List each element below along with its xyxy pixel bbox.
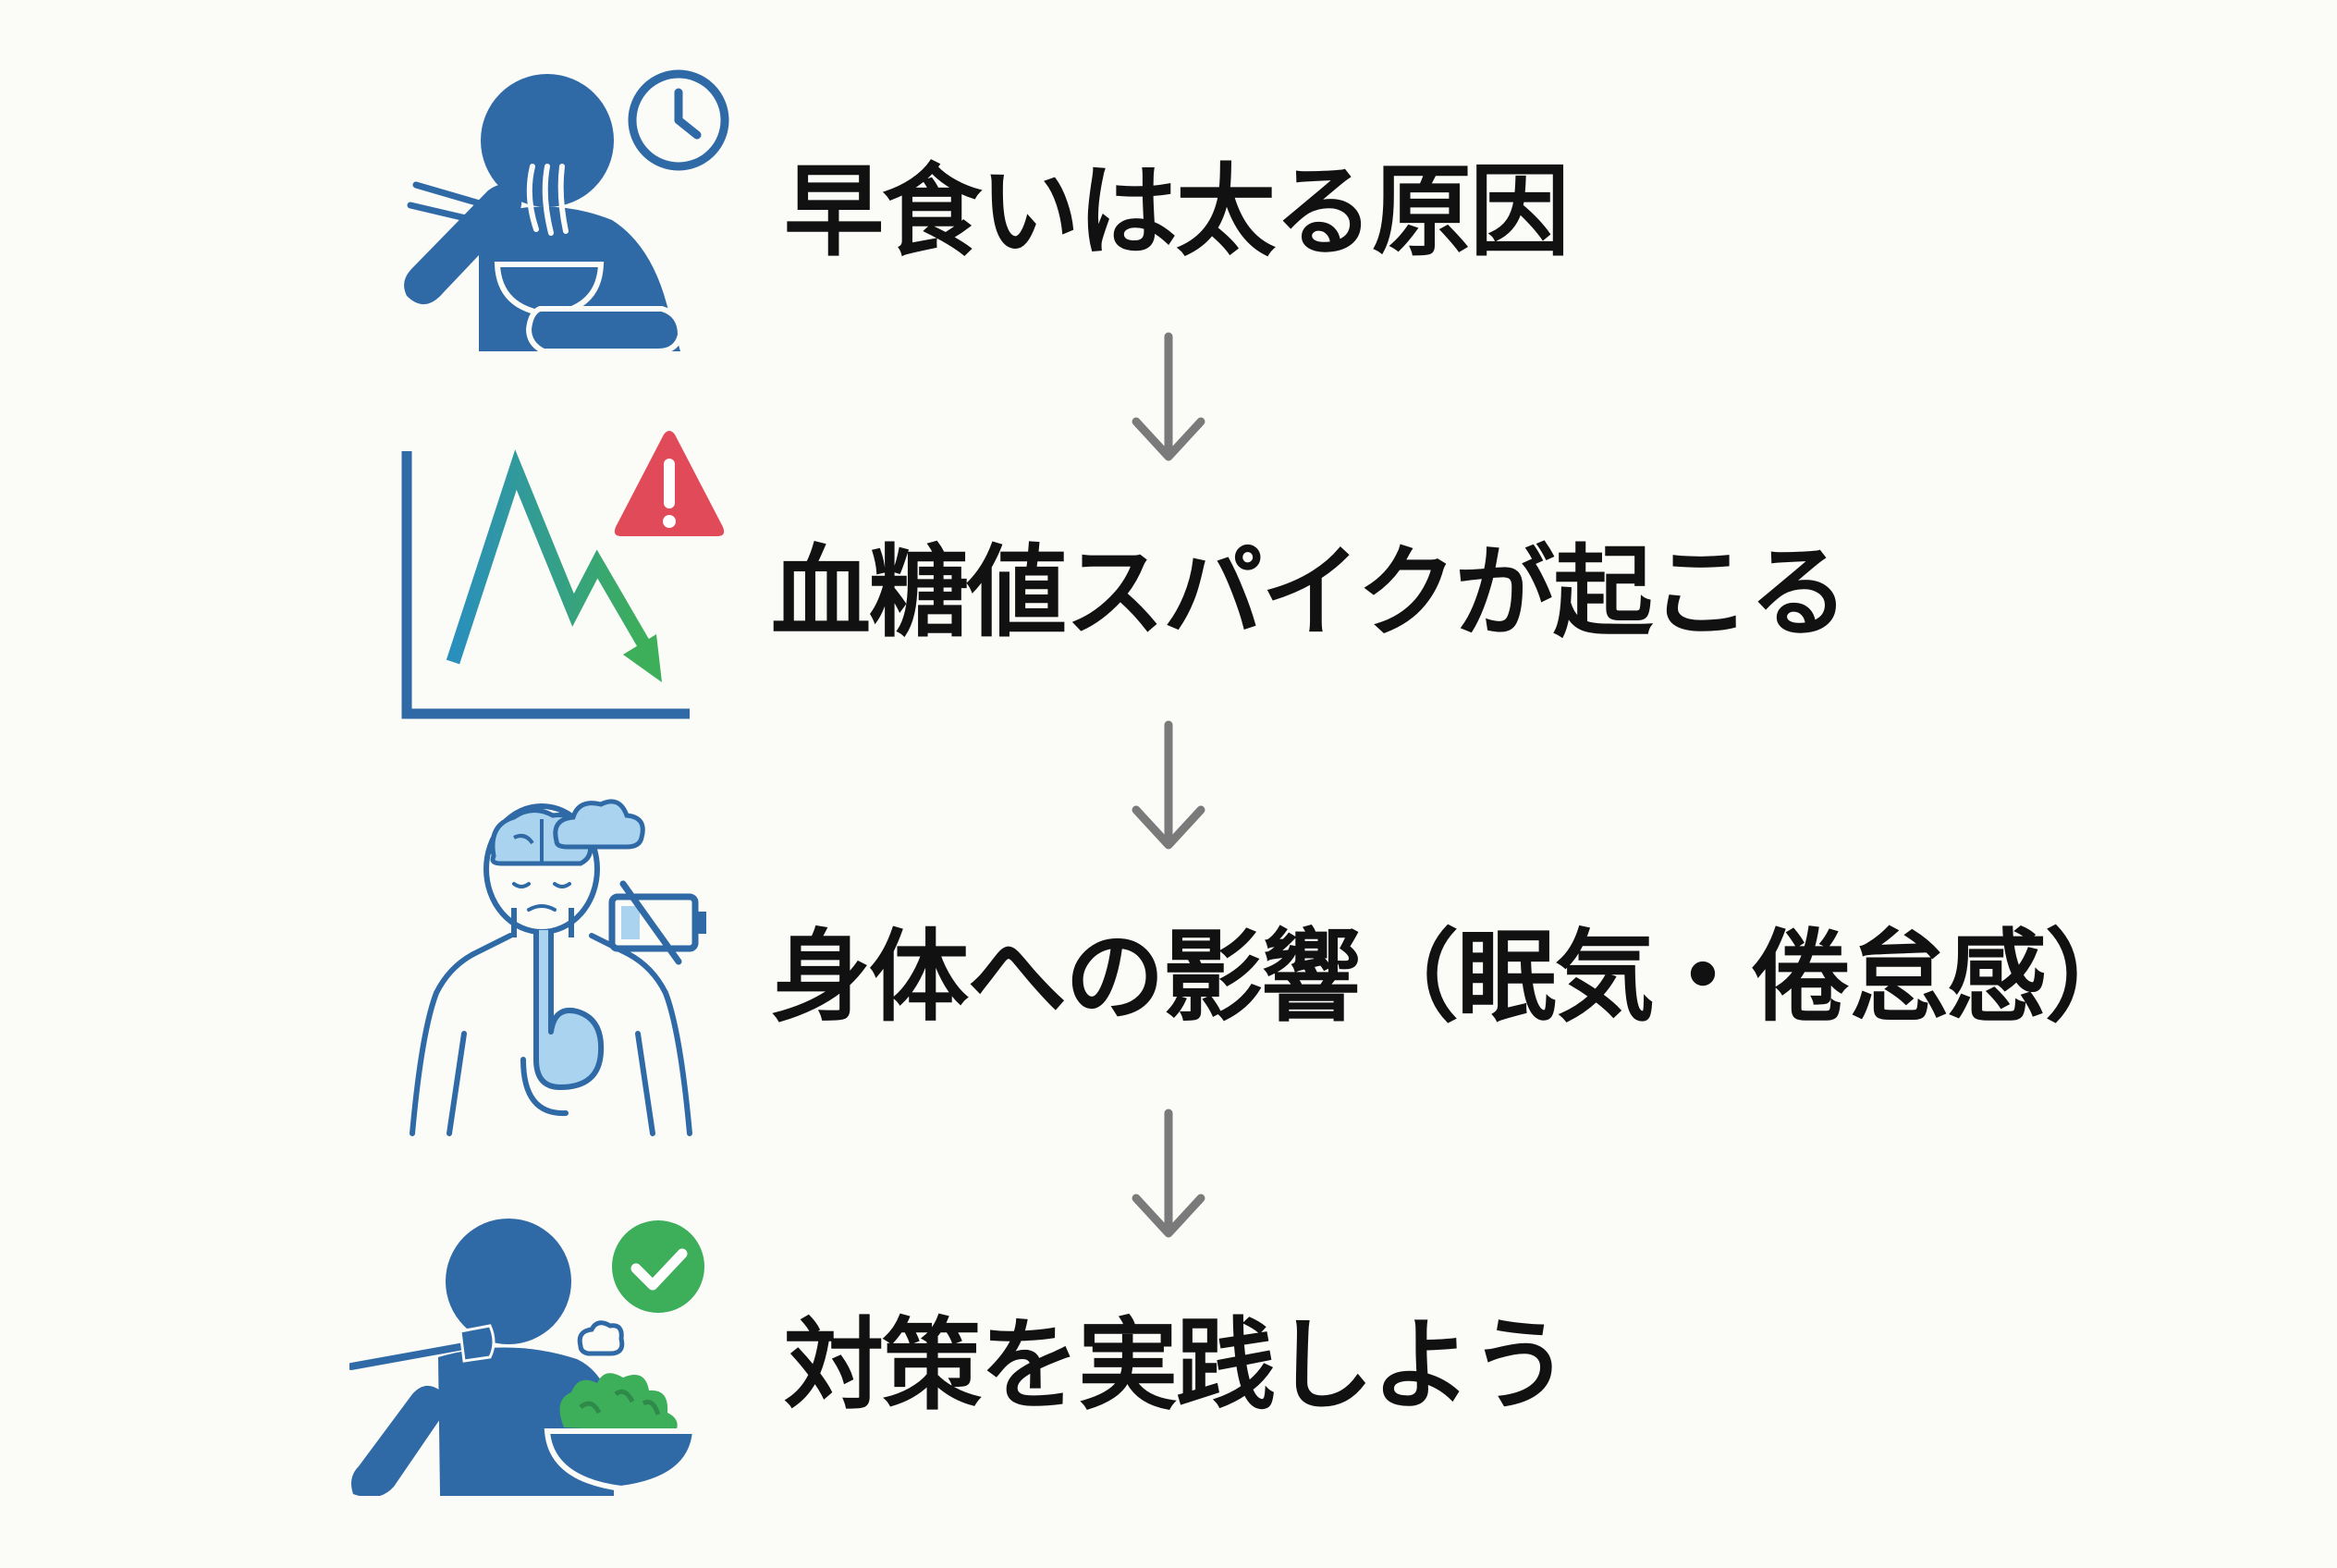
- step-1-label: 早食いは太る原因: [784, 154, 1570, 270]
- blood-sugar-spike-chart-icon: [396, 425, 738, 721]
- step-2-label: 血糖値スパイクが起こる: [771, 535, 1849, 651]
- check-circle-icon: [612, 1220, 704, 1313]
- down-arrow-icon: [1127, 1108, 1210, 1246]
- step-3-label: 身体への影響（眠気・倦怠感）: [771, 920, 2145, 1035]
- clock-icon: [628, 69, 729, 171]
- tired-body-icon: [385, 791, 717, 1143]
- warning-triangle-icon: [614, 431, 725, 536]
- down-arrow-icon: [1127, 331, 1210, 470]
- down-arrow-icon: [1127, 719, 1210, 858]
- step-4-label: 対策を実践しよう: [784, 1308, 1570, 1424]
- mindful-eating-person-icon: [349, 1219, 712, 1496]
- fast-eating-person-icon: [370, 67, 740, 353]
- low-battery-icon: [608, 880, 706, 965]
